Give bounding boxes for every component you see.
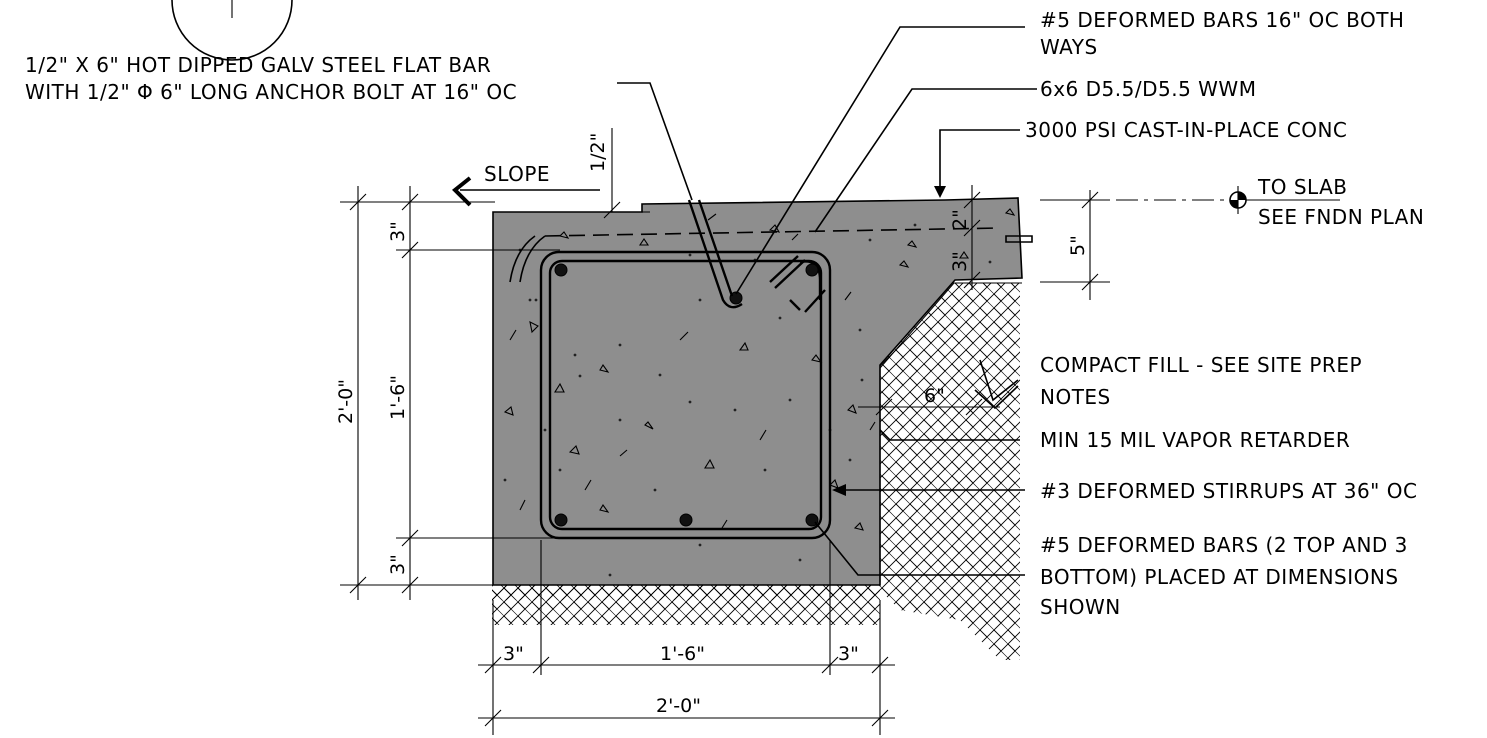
note-concrete: 3000 PSI CAST-IN-PLACE CONC <box>1025 118 1347 142</box>
to-slab-marker <box>1040 186 1340 214</box>
note-bottom-bars-line2: BOTTOM) PLACED AT DIMENSIONS <box>1040 565 1399 589</box>
dim-slab-cover: 3" <box>949 251 971 272</box>
note-flat-bar-line1: 1/2" X 6" HOT DIPPED GALV STEEL FLAT BAR <box>25 53 491 77</box>
wwm-dashed-line <box>544 227 1001 237</box>
dim-stirrup-width: 1'-6" <box>660 643 705 665</box>
dim-slab-2in: 2" <box>949 209 971 230</box>
vapor-retarder-line <box>879 282 1022 582</box>
section-marker-circle <box>171 0 293 61</box>
note-deformed-bars-line2: WAYS <box>1040 35 1098 59</box>
dimension-lines <box>340 128 1110 735</box>
concrete-section <box>492 197 1023 586</box>
note-deformed-bars-line1: #5 DEFORMED BARS 16" OC BOTH <box>1040 8 1404 32</box>
slope-arrow <box>452 176 600 207</box>
note-to-slab-line2: SEE FNDN PLAN <box>1258 205 1424 229</box>
dim-chamfer-6in: 6" <box>924 385 945 407</box>
note-wwm: 6x6 D5.5/D5.5 WWM <box>1040 77 1256 101</box>
dim-overall-height: 2'-0" <box>335 379 357 424</box>
dim-half-inch: 1/2" <box>587 133 609 172</box>
slab-edge-flat-bar <box>1005 235 1033 243</box>
dim-slab-5in: 5" <box>1067 235 1089 256</box>
note-bottom-bars-line1: #5 DEFORMED BARS (2 TOP AND 3 <box>1040 533 1408 557</box>
note-flat-bar-line2: WITH 1/2" Φ 6" LONG ANCHOR BOLT AT 16" O… <box>25 80 517 104</box>
dim-stirrup-height: 1'-6" <box>387 375 409 420</box>
dim-right-cover-bottom: 3" <box>838 643 859 665</box>
note-compact-fill-line1: COMPACT FILL - SEE SITE PREP <box>1040 353 1362 377</box>
stirrup-rebar <box>539 250 832 540</box>
anchor-bolt <box>687 199 743 309</box>
compact-fill-hatch <box>492 283 1020 660</box>
note-to-slab-line1: TO SLAB <box>1257 175 1348 199</box>
note-compact-fill-line2: NOTES <box>1040 385 1111 409</box>
note-bottom-bars-line3: SHOWN <box>1040 595 1121 619</box>
concrete-aggregate <box>503 208 1016 577</box>
dim-top-cover: 3" <box>387 221 409 242</box>
slope-label: SLOPE <box>484 162 550 186</box>
dim-overall-width: 2'-0" <box>656 695 701 717</box>
note-vapor-retarder: MIN 15 MIL VAPOR RETARDER <box>1040 428 1350 452</box>
dim-left-cover-bottom: 3" <box>503 643 524 665</box>
dim-bottom-cover: 3" <box>387 554 409 575</box>
note-stirrups: #3 DEFORMED STIRRUPS AT 36" OC <box>1040 479 1417 503</box>
note-leaders <box>617 26 1037 576</box>
